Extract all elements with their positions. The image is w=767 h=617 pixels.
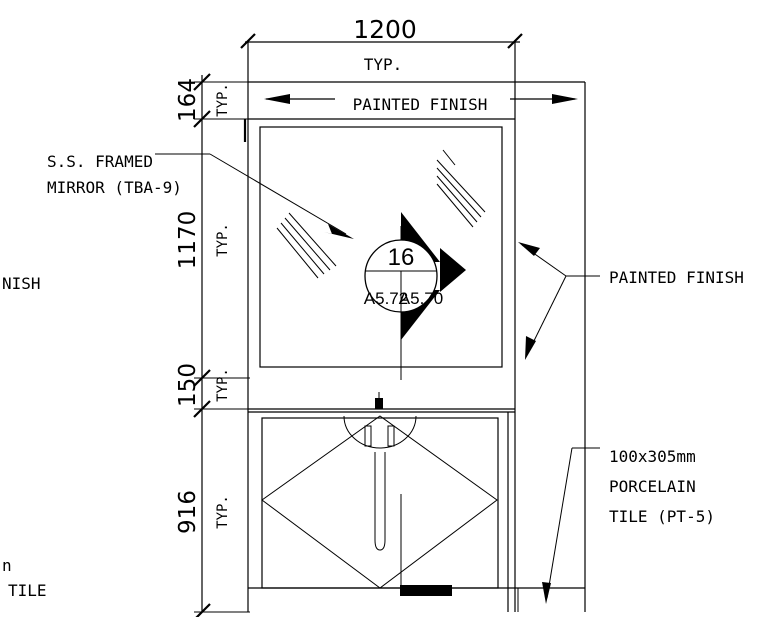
painted-finish-top-callout: PAINTED FINISH (264, 94, 578, 114)
tile-label-line3: TILE (PT-5) (609, 507, 715, 526)
painted-finish-right-callout: PAINTED FINISH (518, 242, 744, 360)
dimension-chain-left: 164 TYP. 1170 TYP. 150 TYP. 916 TYP. (175, 73, 250, 617)
section-tag-number: 16 (388, 244, 415, 271)
section-tag-left-ref: A5.72 (364, 289, 408, 308)
dimension-width-note: TYP. (364, 55, 403, 74)
mirror (259, 126, 503, 368)
mirror-label-line1: S.S. FRAMED (47, 152, 153, 171)
painted-finish-right-label: PAINTED FINISH (609, 268, 744, 287)
dimension-h2-value: 1170 (175, 211, 201, 270)
section-arrow-right (440, 248, 466, 292)
left-clipped-label-3: TILE (8, 581, 47, 600)
tile-label-line1: 100x305mm (609, 447, 696, 466)
section-tag: 16 A5.72 A5.70 (364, 212, 466, 380)
mirror-callout: S.S. FRAMED MIRROR (TBA-9) (47, 152, 354, 239)
dimension-h3-note: TYP. (215, 368, 231, 402)
dimension-h2-note: TYP. (215, 223, 231, 257)
dimension-h4-note: TYP. (215, 495, 231, 529)
vanity (248, 392, 585, 612)
dimension-h1-note: TYP. (215, 83, 231, 117)
left-clipped-label-1: NISH (2, 274, 41, 293)
left-clipped-labels: NISH n TILE (2, 274, 47, 600)
dimension-h4-value: 916 (175, 490, 201, 534)
left-clipped-label-2: n (2, 556, 12, 575)
dimension-h1-value: 164 (175, 78, 201, 122)
wall-outline (243, 81, 586, 612)
painted-finish-top-label: PAINTED FINISH (353, 95, 488, 114)
mirror-label-line2: MIRROR (TBA-9) (47, 178, 182, 197)
dimension-width-top: 1200 TYP. (240, 15, 523, 82)
dimension-h3-value: 150 (175, 363, 201, 407)
tile-label-line2: PORCELAIN (609, 477, 696, 496)
section-tag-right-ref: A5.70 (399, 289, 443, 308)
mirror-glare-marks (276, 149, 486, 279)
dimension-width-value: 1200 (353, 15, 417, 44)
tile-callout: 100x305mm PORCELAIN TILE (PT-5) (542, 447, 715, 604)
